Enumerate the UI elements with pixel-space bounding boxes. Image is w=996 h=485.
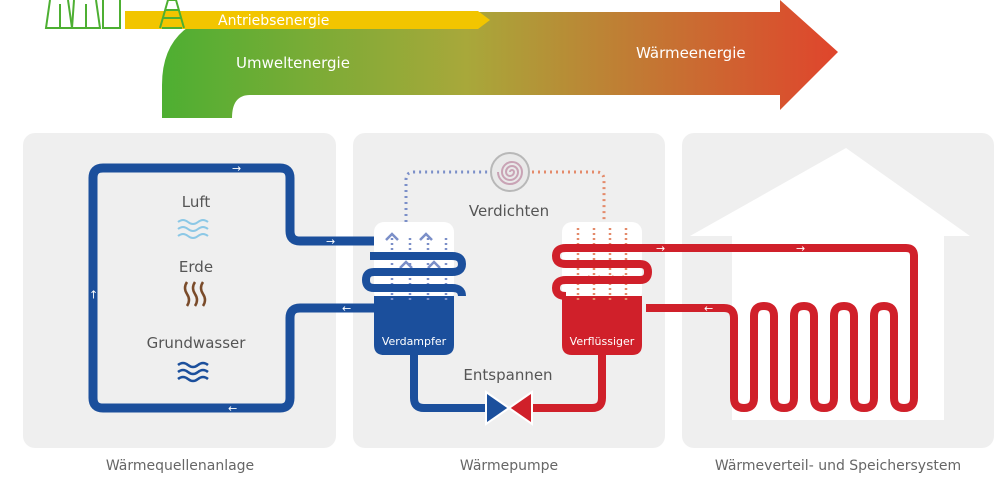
flow-arrow-icon: → <box>232 162 241 175</box>
pylon-icon <box>159 0 185 29</box>
source-groundwater-label: Grundwasser <box>147 334 247 352</box>
flow-arrow-icon: ← <box>228 402 237 415</box>
energy-flow-arrow <box>125 0 838 118</box>
compressor-icon <box>490 152 530 192</box>
compress-label: Verdichten <box>469 202 549 220</box>
groundwater-icon <box>177 361 209 383</box>
source-panel <box>23 133 336 448</box>
suction-line <box>404 170 490 222</box>
source-air-label: Luft <box>182 193 211 211</box>
condenser-label: Verflüssiger <box>570 335 635 348</box>
evaporator <box>361 222 467 355</box>
flow-arrow-icon: → <box>796 242 805 255</box>
heat-energy-label: Wärmeenergie <box>636 44 746 62</box>
drive-energy-band <box>125 11 490 29</box>
heating-circuit-pipe <box>646 244 918 413</box>
evaporator-label: Verdampfer <box>382 335 447 348</box>
heat-pump-caption: Wärmepumpe <box>460 458 558 474</box>
flow-arrow-icon: → <box>656 242 665 255</box>
earth-icon <box>183 281 207 307</box>
source-caption: Wärmequellenanlage <box>106 458 254 474</box>
power-plant-icon <box>44 0 121 29</box>
expansion-valve-icon <box>485 390 533 426</box>
flow-arrow-icon: → <box>326 235 335 248</box>
house-icon <box>690 148 970 420</box>
expand-label: Entspannen <box>463 366 552 384</box>
source-loop-pipe <box>88 163 390 413</box>
environment-energy-label: Umweltenergie <box>236 54 350 72</box>
source-earth-label: Erde <box>179 258 213 276</box>
drive-energy-label: Antriebsenergie <box>218 13 329 29</box>
flow-arrow-icon: → <box>87 290 100 299</box>
expansion-line-hot <box>530 355 606 412</box>
condenser <box>551 222 653 355</box>
distribution-caption: Wärmeverteil- und Speichersystem <box>715 458 961 474</box>
air-icon <box>177 219 209 239</box>
flow-arrow-icon: ← <box>342 302 351 315</box>
flow-arrow-icon: ← <box>704 302 713 315</box>
expansion-line-cold <box>410 355 488 412</box>
